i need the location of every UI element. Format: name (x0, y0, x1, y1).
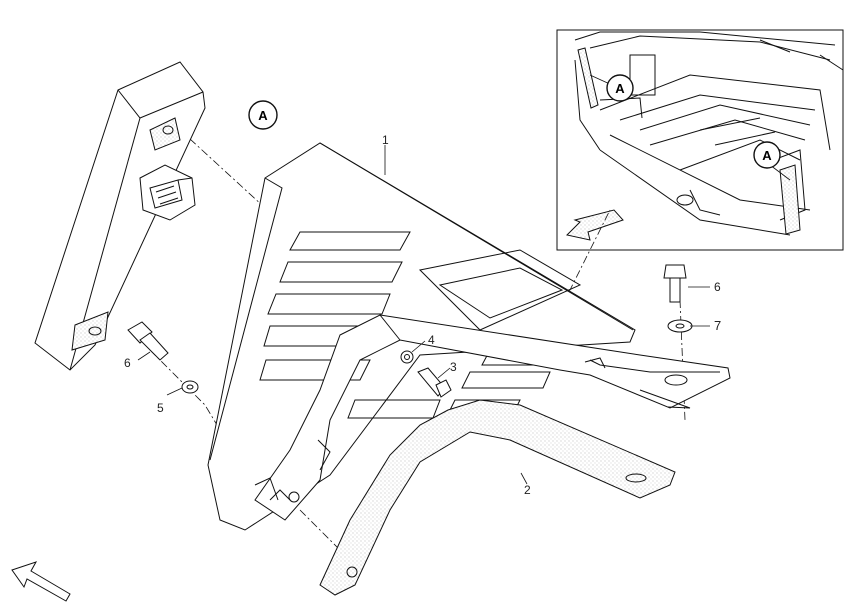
callout-2: 2 (524, 483, 531, 497)
leader-lines (137, 145, 710, 485)
view-marker-a-inset-right-text: A (762, 148, 772, 163)
direction-arrow (11, 561, 71, 602)
callout-5: 5 (157, 401, 164, 415)
view-marker-a-main-text: A (258, 108, 268, 123)
callout-6-right: 6 (714, 280, 721, 294)
bracket-part (34, 61, 206, 371)
view-marker-a-inset-left (606, 74, 634, 102)
callout-4: 4 (428, 333, 435, 347)
view-marker-a-inset-right (753, 141, 781, 169)
inset-view: A A (556, 29, 844, 251)
strap-part-2 (319, 399, 676, 596)
callout-7: 7 (714, 318, 722, 333)
view-marker-a-main (248, 100, 278, 130)
callout-1: 1 (382, 133, 389, 147)
formed-bracket (254, 314, 731, 521)
view-marker-a-inset-left-text: A (615, 81, 625, 96)
callout-3: 3 (450, 360, 457, 374)
callout-6-left: 6 (124, 356, 131, 370)
